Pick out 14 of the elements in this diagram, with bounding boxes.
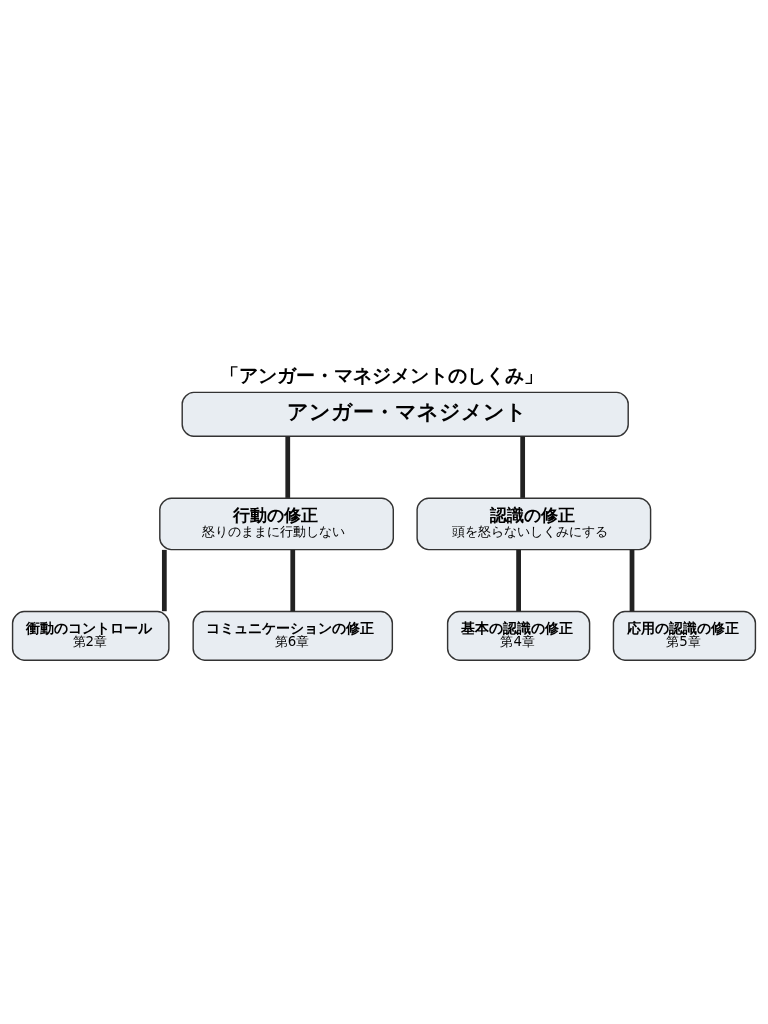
- node-box: 行動の修正 怒りのままに行動しない: [159, 497, 394, 551]
- node-box: 衝動のコントロール 第2章: [11, 610, 170, 661]
- node-box: 認識の修正 頭を怒らないしくみにする: [416, 497, 652, 551]
- node-box: 応用の認識の修正 第5章: [612, 610, 757, 661]
- connector: [290, 549, 296, 612]
- node-box: アンガー・マネジメント: [181, 391, 629, 437]
- connector: [520, 436, 526, 498]
- node-box: コミュニケーションの修正 第6章: [192, 610, 394, 661]
- diagram-title: 「アンガー・マネジメントのしくみ」: [219, 363, 543, 386]
- connector: [161, 549, 167, 612]
- connector: [285, 436, 291, 498]
- connector: [629, 549, 635, 612]
- connector: [516, 549, 521, 612]
- node-box: 基本の認識の修正 第4章: [446, 610, 591, 661]
